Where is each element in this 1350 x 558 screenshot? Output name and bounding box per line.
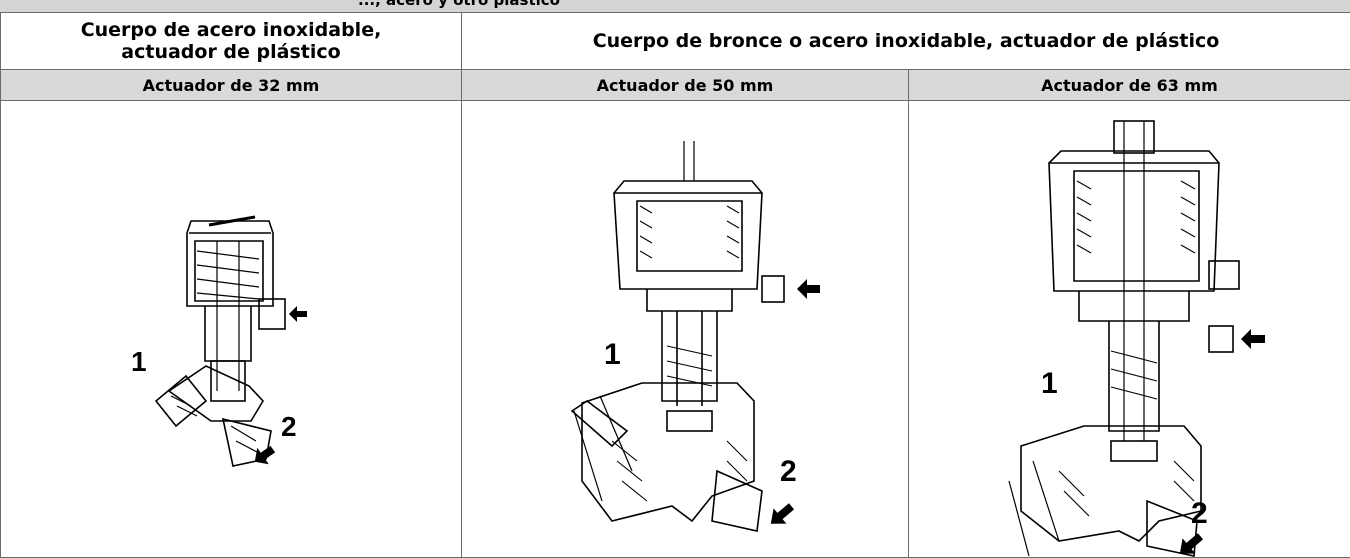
valve-drawing-32mm: 1 2	[1, 101, 461, 557]
subheader-63mm: Actuador de 63 mm	[909, 70, 1350, 101]
port-2-label: 2	[1191, 497, 1208, 530]
top-strip-text: ..., acero y otro plástico	[358, 0, 560, 9]
subheader-32mm: Actuador de 32 mm	[1, 70, 462, 101]
port-2-label: 2	[281, 411, 297, 442]
subheader-row: Actuador de 32 mm Actuador de 50 mm Actu…	[1, 70, 1350, 101]
port-1-label: 1	[1041, 367, 1058, 400]
drawing-cell-50mm: 1 2	[462, 101, 909, 558]
valve-drawing-63mm: 1 2	[909, 101, 1350, 557]
drawing-cell-32mm: 1 2	[1, 101, 462, 558]
outlet-arrow-icon	[249, 441, 278, 470]
outlet-arrow-icon	[764, 499, 798, 532]
inlet-arrow-icon	[1241, 329, 1265, 349]
inlet-arrow-icon	[289, 306, 307, 322]
subheader-50mm: Actuador de 50 mm	[462, 70, 909, 101]
port-1-label: 1	[604, 338, 621, 371]
drawing-row: 1 2	[1, 101, 1350, 558]
inlet-arrow-icon	[797, 279, 820, 299]
header-stainless-body: Cuerpo de acero inoxidable, actuador de …	[1, 13, 462, 70]
drawing-cell-63mm: 1 2	[909, 101, 1350, 558]
port-1-label: 1	[131, 346, 147, 377]
valve-spec-table: Cuerpo de acero inoxidable, actuador de …	[0, 12, 1350, 558]
header-row: Cuerpo de acero inoxidable, actuador de …	[1, 13, 1350, 70]
port-2-label: 2	[780, 455, 797, 488]
valve-drawing-50mm: 1 2	[462, 101, 908, 557]
header-bronze-body: Cuerpo de bronce o acero inoxidable, act…	[462, 13, 1350, 70]
